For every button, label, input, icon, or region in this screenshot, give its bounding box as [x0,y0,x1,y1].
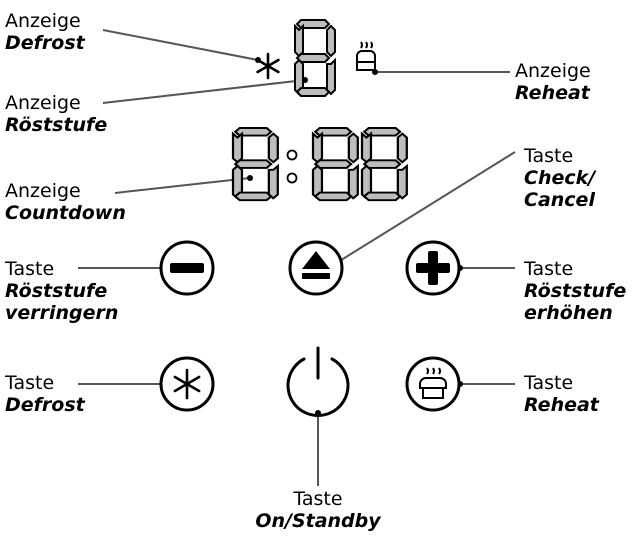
on-standby-button[interactable] [286,346,350,417]
eject-icon [302,251,330,279]
label-reheat-indicator: Anzeige Reheat [515,60,591,104]
label-roeststufe-plus: Taste Röststufe erhöhen [524,258,626,324]
plus-icon [416,251,450,285]
label-reheat-button: Taste Reheat [524,372,599,416]
label-kind: Anzeige [5,92,81,114]
label-name: Defrost [5,394,85,416]
label-kind: Taste [524,258,574,280]
countdown-display [231,126,408,202]
label-name: erhöhen [524,302,613,324]
label-name: Röststufe [524,280,627,302]
label-kind: Taste [293,488,343,510]
label-kind: Anzeige [515,60,591,82]
label-kind: Taste [5,372,55,394]
label-roeststufe-minus: Taste Röststufe verringern [5,258,118,324]
snowflake-icon [173,368,201,400]
roeststufe-digit [294,19,336,97]
label-kind: Taste [5,258,55,280]
label-name: Defrost [5,32,85,54]
label-name: Countdown [5,202,126,224]
label-name: On/Standby [255,510,381,532]
label-name: Röststufe [5,280,108,302]
label-kind: Taste [524,145,574,167]
toast-steam-icon [419,367,447,399]
leader-roeststufe-indicator [102,79,306,104]
label-name: Reheat [515,82,590,104]
label-on-standby: Taste On/Standby [248,488,388,532]
label-name: Reheat [524,394,599,416]
label-name: verringern [5,302,119,324]
label-kind: Anzeige [5,180,81,202]
snowflake-icon [256,52,280,80]
label-kind: Taste [524,372,574,394]
leader-defrost-indicator [102,29,259,61]
label-defrost-indicator: Anzeige Defrost [5,10,85,54]
leader-check-cancel [337,151,516,263]
label-check-cancel: Taste Check/ Cancel [524,145,595,211]
leader-lines [78,29,516,486]
label-countdown-indicator: Anzeige Countdown [5,180,126,224]
label-defrost-button: Taste Defrost [5,372,85,416]
label-name: Cancel [524,189,595,211]
reheat-button[interactable] [405,356,461,412]
label-name: Check/ [524,167,596,189]
toast-steam-icon [356,41,376,71]
label-name: Röststufe [5,114,108,136]
label-kind: Anzeige [5,10,81,32]
label-roeststufe-indicator: Anzeige Röststufe [5,92,107,136]
minus-icon [170,263,204,273]
leader-countdown-indicator [114,177,251,194]
